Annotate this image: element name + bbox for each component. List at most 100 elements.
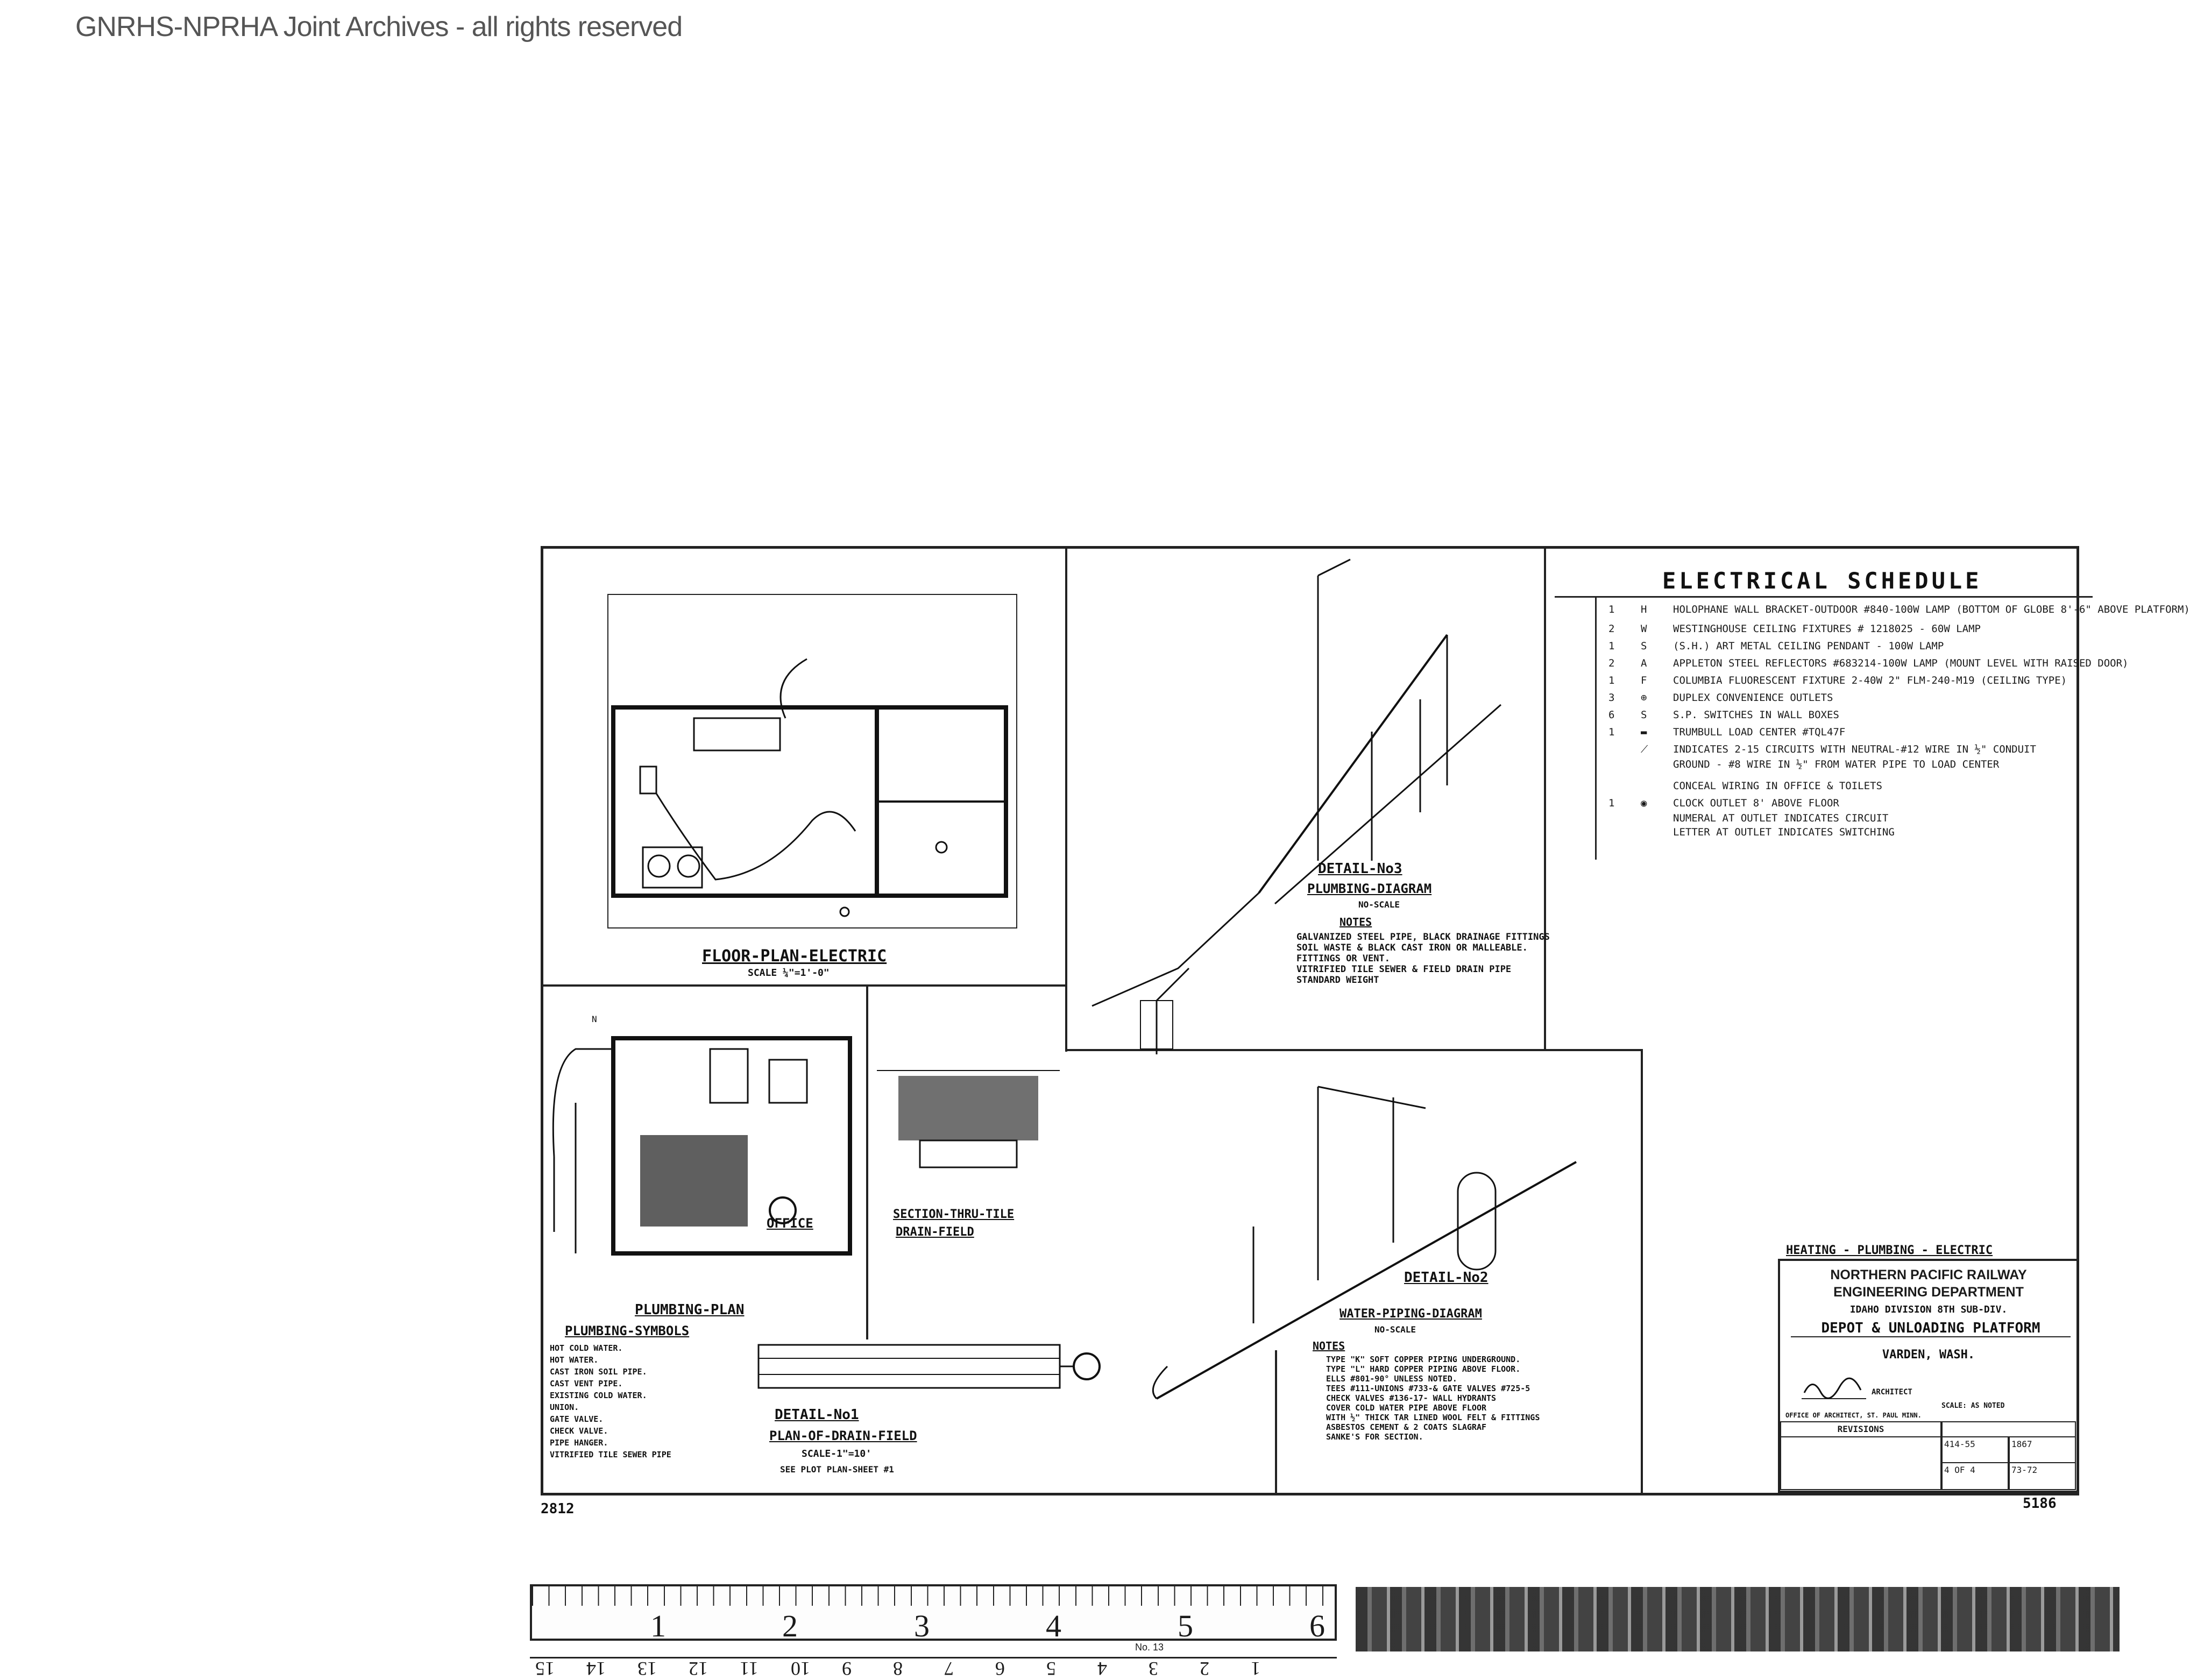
drawn-checked-row [1941,1421,2076,1437]
detail1-subtitle: PLAN-OF-DRAIN-FIELD [769,1428,917,1443]
plumbing-diagram-drawing [1092,558,1501,1054]
ruler-caption: No. 13 [1135,1642,1164,1653]
plumbing-symbols-list: HOT COLD WATER. HOT WATER. CAST IRON SOI… [550,1342,743,1461]
title-block-heading: HEATING - PLUMBING - ELECTRIC [1786,1244,1993,1257]
detail3-subtitle: PLUMBING-DIAGRAM [1307,881,1432,896]
divider-horizontal-center [1065,1049,1641,1051]
sheet-number-left: 2812 [541,1501,575,1517]
electrical-schedule-title: ELECTRICAL SCHEDULE [1662,568,1982,594]
afe-number: 414-55 [1941,1436,2009,1463]
detail3-notes: GALVANIZED STEEL PIPE, BLACK DRAINAGE FI… [1296,932,1550,986]
divider-detail2-left [1641,1049,1643,1495]
sub-ruler-number: 14 [586,1658,606,1679]
schedule-row: 3⊕DUPLEX CONVENIENCE OUTLETS [1608,692,1833,704]
plumbing-symbol-item: CAST IRON SOIL PIPE. [550,1367,647,1377]
fixture-symbol-icon: S [1641,640,1647,652]
detail2-note-line: ASBESTOS CEMENT & 2 COATS SLAGRAF [1326,1422,1487,1432]
plumbing-symbol-item: CAST VENT PIPE. [550,1379,623,1388]
plumbing-symbols-title: PLUMBING-SYMBOLS [565,1323,690,1338]
drawing-sheet: FLOOR-PLAN-ELECTRIC SCALE ¼"=1'-0" N OFF… [541,546,2079,1495]
divider-vertical-right [1544,549,1546,1049]
ruler-number: 5 [1178,1608,1193,1643]
divider-detail1-right [1275,1350,1277,1495]
sheet-number-right: 5186 [2023,1495,2057,1512]
ruler-ticks [532,1586,1335,1606]
detail3-note-line: VITRIFIED TILE SEWER & FIELD DRAIN PIPE [1296,964,1512,975]
switch-symbol-icon: S [1641,709,1647,721]
sheet-number: 4 OF 4 [1941,1462,2009,1490]
detail2-subtitle: WATER-PIPING-DIAGRAM [1339,1307,1482,1321]
detail2-note-line: TEES #111-UNIONS #733-& GATE VALVES #725… [1326,1384,1530,1393]
ruler-number: 2 [782,1608,798,1643]
plumbing-symbol-item: CHECK VALVE. [550,1426,608,1436]
architect-label: ARCHITECT [1872,1388,1912,1397]
scale-label: SCALE: AS NOTED [1941,1402,2005,1410]
detail2-note-line: SANKE'S FOR SECTION. [1326,1432,1423,1442]
detail1-scale: SCALE-1"=10' [802,1448,872,1459]
detail3-note-line: STANDARD WEIGHT [1296,975,1379,986]
sub-ruler-number: 6 [995,1658,1005,1679]
schedule-row: NUMERAL AT OUTLET INDICATES CIRCUIT [1673,812,1889,824]
load-center-symbol-icon: ▬ [1641,726,1647,738]
plumbing-symbol-item: PIPE HANGER. [550,1438,608,1448]
office-label: OFFICE [767,1216,813,1231]
job-number: 1867 [2009,1436,2076,1463]
detail1-note: SEE PLOT PLAN-SHEET #1 [780,1464,894,1475]
sub-ruler: 15 14 13 12 11 10 9 8 7 6 5 4 3 2 1 [530,1657,1337,1679]
ruler-number: 6 [1309,1608,1325,1643]
schedule-row: LETTER AT OUTLET INDICATES SWITCHING [1673,826,1895,838]
schedule-row: GROUND - #8 WIRE IN ½" FROM WATER PIPE T… [1673,759,2000,770]
architect-signature [1802,1377,1866,1399]
plumbing-symbol-item: GATE VALVE. [550,1414,604,1424]
detail3-title: DETAIL-No3 [1318,861,1402,877]
schedule-row: 1◉CLOCK OUTLET 8' ABOVE FLOOR [1608,797,1839,809]
sub-ruler-number: 12 [689,1658,708,1679]
sub-ruler-number: 8 [893,1658,903,1679]
detail3-notes-title: NOTES [1339,916,1372,928]
detail3-scale: NO-SCALE [1358,899,1400,910]
plumbing-symbol-item: UNION. [550,1402,579,1412]
plumbing-symbol-item: HOT WATER. [550,1355,599,1365]
sub-ruler-number: 3 [1149,1658,1158,1679]
ruler-number: 1 [650,1608,666,1643]
drain-field-plan-drawing [757,1344,1101,1389]
floor-plan-title: FLOOR-PLAN-ELECTRIC [702,947,887,966]
scale-ruler: 1 2 3 4 5 6 [530,1584,1337,1643]
plumbing-plan-drawing: N [552,1014,852,1256]
company-name: NORTHERN PACIFIC RAILWAY [1830,1267,2027,1282]
divider-vertical-center [1065,549,1067,1052]
project-name: DEPOT & UNLOADING PLATFORM [1791,1320,2071,1337]
sub-ruler-number: 5 [1046,1658,1056,1679]
detail3-note-line: SOIL WASTE & BLACK CAST IRON OR MALLEABL… [1296,942,1528,953]
schedule-row: 1▬TRUMBULL LOAD CENTER #TQL47F [1608,726,1846,738]
fixture-symbol-icon: A [1641,657,1647,669]
sub-ruler-number: 15 [535,1658,555,1679]
plumbing-symbol-item: HOT COLD WATER. [550,1343,623,1353]
detail2-notes: TYPE "K" SOFT COPPER PIPING UNDERGROUND.… [1326,1355,1540,1442]
plumbing-symbol-item: EXISTING COLD WATER. [550,1391,647,1400]
plumbing-symbol-item: VITRIFIED TILE SEWER PIPE [550,1450,671,1459]
outlet-symbol-icon: ⊕ [1641,692,1647,704]
circuit-symbol-icon: ⟋ [1641,743,1648,755]
ruler-number: 3 [914,1608,930,1643]
ruler-number: 4 [1046,1608,1061,1643]
fixture-symbol-icon: F [1641,675,1647,686]
title-block: NORTHERN PACIFIC RAILWAY ENGINEERING DEP… [1778,1259,2079,1493]
division-name: IDAHO DIVISION 8TH SUB-DIV. [1849,1304,2008,1315]
detail2-note-line: ELLS #801-90° UNLESS NOTED. [1326,1374,1457,1384]
project-location: VARDEN, WASH. [1882,1348,1975,1362]
scan-calibration-strip [1356,1587,2120,1651]
sub-ruler-number: 11 [740,1658,759,1679]
floor-plan-drawing [607,594,1017,928]
detail2-notes-title: NOTES [1313,1339,1345,1352]
detail2-note-line: WITH ½" THICK TAR LINED WOOL FELT & FITT… [1326,1413,1540,1422]
detail3-note-line: FITTINGS OR VENT. [1296,953,1390,964]
schedule-rule [1555,596,2093,598]
revisions-header: REVISIONS [1780,1421,1941,1437]
